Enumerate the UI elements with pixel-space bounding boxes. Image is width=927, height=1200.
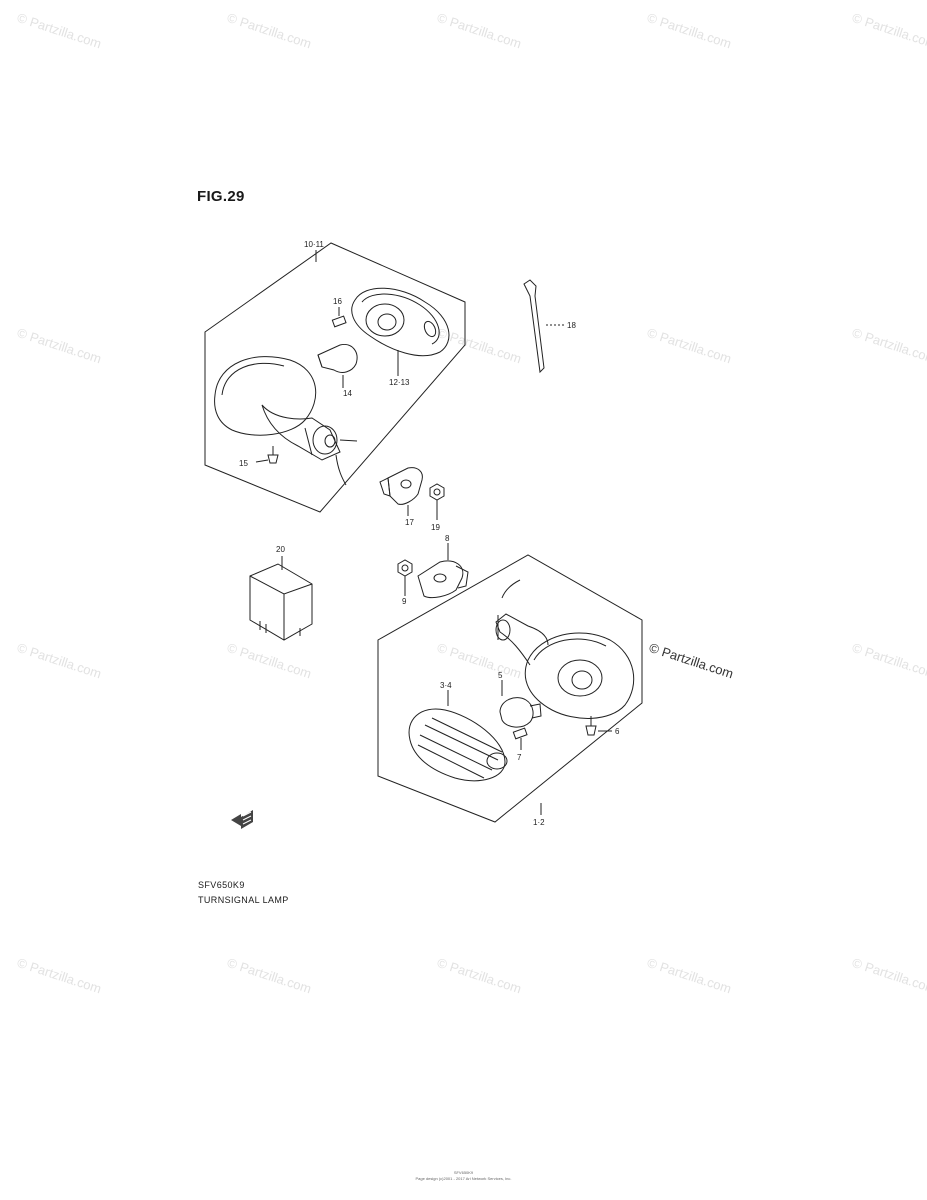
callout-8: 8 [445,534,450,543]
bulb-14 [317,343,358,388]
bracket-17 [379,467,423,516]
callout-7: 7 [517,753,522,762]
screw-7 [512,727,528,750]
callout-14: 14 [343,389,352,398]
callout-9: 9 [402,597,407,606]
callout-1-2: 1·2 [533,818,545,827]
callout-5: 5 [498,671,503,680]
assembly-box-upper [204,242,466,513]
footer-code: SFV650K9 [453,1170,474,1175]
nut-9 [397,559,413,596]
turn-lamp-upper [214,356,358,486]
screw-16 [331,307,347,328]
lens-12-13 [351,287,450,376]
figure-title: FIG.29 [197,188,245,205]
turn-lamp-lower [495,579,635,719]
nut-19 [429,483,445,520]
cable-tie-18 [523,279,565,374]
footer-copyright: Page design (c)2001 - 2017 Ari Network S… [415,1176,512,1181]
bulb-5 [499,680,542,728]
callout-6: 6 [615,727,620,736]
callout-18: 18 [567,321,576,330]
part-name: TURNSIGNAL LAMP [198,895,289,905]
front-direction-arrow-icon [231,810,253,829]
callout-19: 19 [431,523,440,532]
relay-20 [249,556,313,641]
callout-10-11: 10·11 [304,240,324,249]
callout-12-13: 12·13 [389,378,410,387]
bracket-8 [417,543,469,599]
assembly-box-lower [377,554,643,823]
callout-20: 20 [276,545,285,554]
screw-6 [585,716,612,736]
lens-3-4 [408,690,508,782]
model-code: SFV650K9 [198,880,245,890]
callout-3-4: 3·4 [440,681,452,690]
screw-15 [255,446,279,464]
callout-15: 15 [239,459,248,468]
callout-16: 16 [333,297,342,306]
callout-17: 17 [405,518,414,527]
